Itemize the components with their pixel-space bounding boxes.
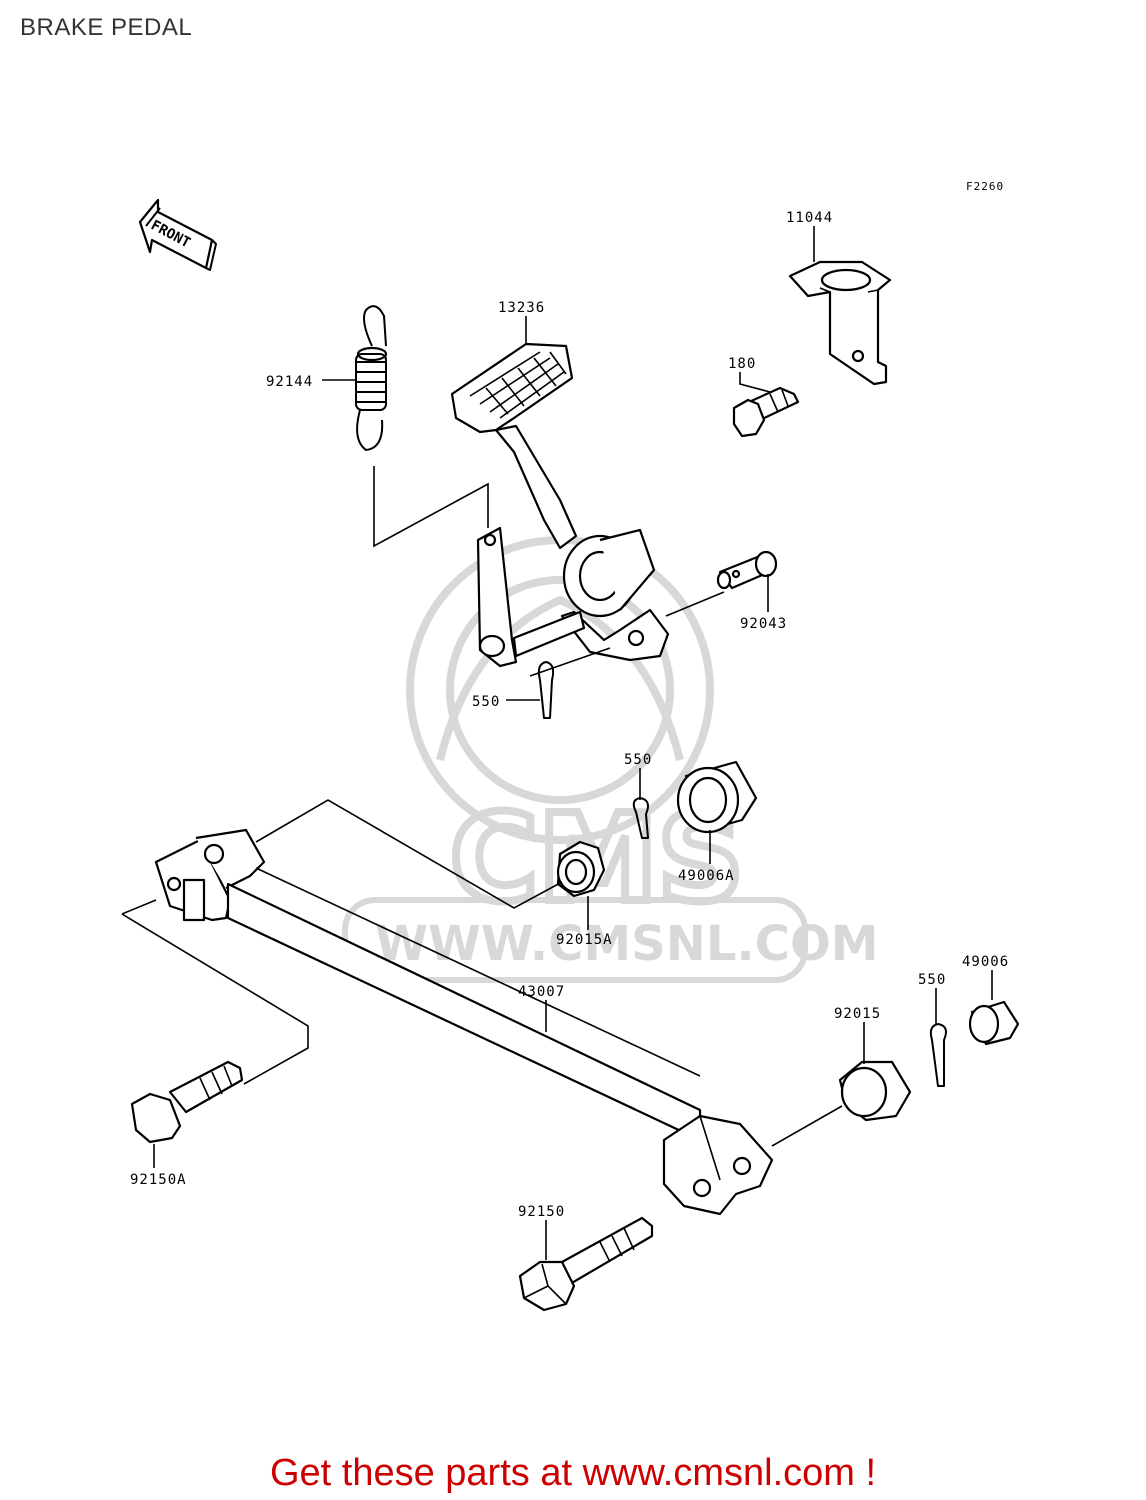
label-92144: 92144 <box>266 374 313 390</box>
label-92150: 92150 <box>518 1204 565 1220</box>
rod-43007 <box>154 828 774 1216</box>
label-92015A: 92015A <box>556 932 613 948</box>
leader-rod-top <box>255 799 563 909</box>
label-180: 180 <box>728 356 756 372</box>
cotter-pin-550-middle <box>632 797 649 839</box>
nut-92015A <box>556 840 606 898</box>
label-13236: 13236 <box>498 300 545 316</box>
label-92043: 92043 <box>740 616 787 632</box>
watermark: CMS WWW.CMSNL.COM <box>342 536 879 983</box>
pin-92043 <box>716 550 778 590</box>
parts-diagram: CMS WWW.CMSNL.COM F2260 FRONT <box>121 180 1020 1312</box>
label-550-middle: 550 <box>624 752 652 768</box>
brake-pedal-13236 <box>450 342 670 668</box>
bushing-49006 <box>968 1000 1020 1046</box>
bushing-49006A <box>676 760 758 834</box>
leader-pedal-pin <box>529 647 611 677</box>
label-11044: 11044 <box>786 210 833 226</box>
cotter-pin-550-upper <box>537 661 555 719</box>
figure-code: F2260 <box>966 180 1004 193</box>
leader-rod-right <box>771 1105 843 1147</box>
bolt-92150 <box>518 1216 654 1312</box>
nut-92015 <box>838 1060 912 1122</box>
bracket-11044 <box>788 260 892 386</box>
leader-pin <box>665 591 725 617</box>
label-43007: 43007 <box>518 984 565 1000</box>
leader-spring <box>373 466 489 548</box>
label-92150A: 92150A <box>130 1172 187 1188</box>
label-49006: 49006 <box>962 954 1009 970</box>
leader-180 <box>739 372 771 393</box>
leader-rod-left <box>121 899 309 1085</box>
bolt-180 <box>732 386 800 438</box>
page-title: BRAKE PEDAL <box>20 14 193 41</box>
footer-cta-link[interactable]: Get these parts at www.cmsnl.com ! <box>269 1452 877 1494</box>
front-arrow-icon: FRONT <box>138 198 217 271</box>
label-550-upper: 550 <box>472 694 500 710</box>
label-550-right: 550 <box>918 972 946 988</box>
spring-92144 <box>355 305 388 451</box>
label-49006A: 49006A <box>678 868 735 884</box>
bolt-92150A <box>130 1060 244 1144</box>
label-92015: 92015 <box>834 1006 881 1022</box>
cotter-pin-550-right <box>929 1023 947 1087</box>
watermark-url: WWW.CMSNL.COM <box>375 916 879 972</box>
